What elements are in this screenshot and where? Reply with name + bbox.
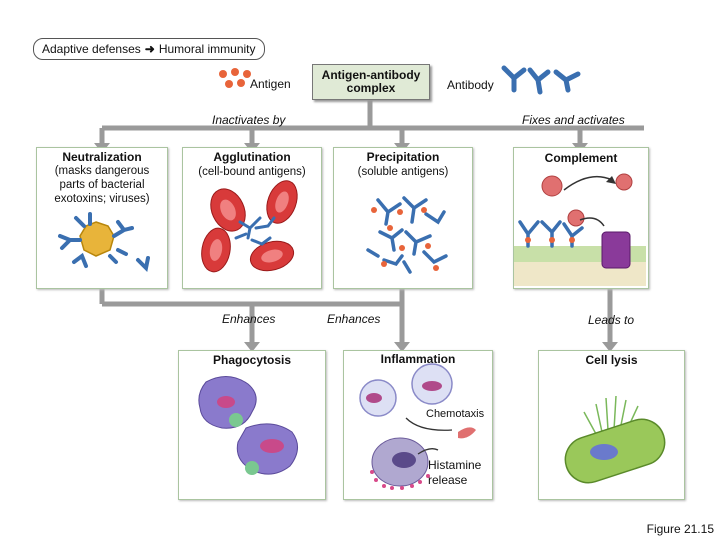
phagocytosis-title: Phagocytosis — [212, 353, 292, 367]
neutralization-title: Neutralization — [62, 150, 142, 164]
antigen-antibody-complex-box: Antigen-antibody complex — [312, 64, 430, 100]
precipitation-title: Precipitation — [366, 150, 440, 164]
cell-lysis-title: Cell lysis — [585, 353, 638, 367]
fixes-activates-label: Fixes and activates — [522, 113, 625, 127]
complex-label: Antigen-antibody complex — [321, 68, 421, 95]
inactivates-by-label: Inactivates by — [212, 113, 286, 127]
agglutination-title: Agglutination — [213, 150, 291, 164]
breadcrumb: Adaptive defenses ➜ Humoral immunity — [33, 38, 265, 60]
precipitation-desc: (soluble antigens) — [357, 166, 449, 178]
arrow-right-icon: ➜ — [144, 42, 155, 56]
leads-to-label: Leads to — [588, 313, 635, 327]
neutralization-desc: (masks dangerous parts of bacterial exot… — [54, 165, 150, 205]
breadcrumb-first: Adaptive defenses — [42, 42, 141, 56]
enhances-label-2: Enhances — [327, 312, 381, 326]
enhances-label-1: Enhances — [222, 312, 276, 326]
antigen-label: Antigen — [250, 77, 291, 91]
agglutination-desc: (cell-bound antigens) — [198, 166, 306, 178]
antibody-label: Antibody — [447, 78, 494, 92]
figure-label: Figure 21.15 — [646, 522, 714, 536]
chemotaxis-label: Chemotaxis — [426, 408, 485, 420]
inflammation-title: Inflammation — [380, 352, 456, 366]
breadcrumb-second: Humoral immunity — [158, 42, 256, 56]
precipitation-box: Precipitation (soluble antigens) — [333, 147, 473, 289]
histamine-release-label: Histamine release — [428, 458, 482, 487]
complement-title: Complement — [544, 151, 618, 165]
